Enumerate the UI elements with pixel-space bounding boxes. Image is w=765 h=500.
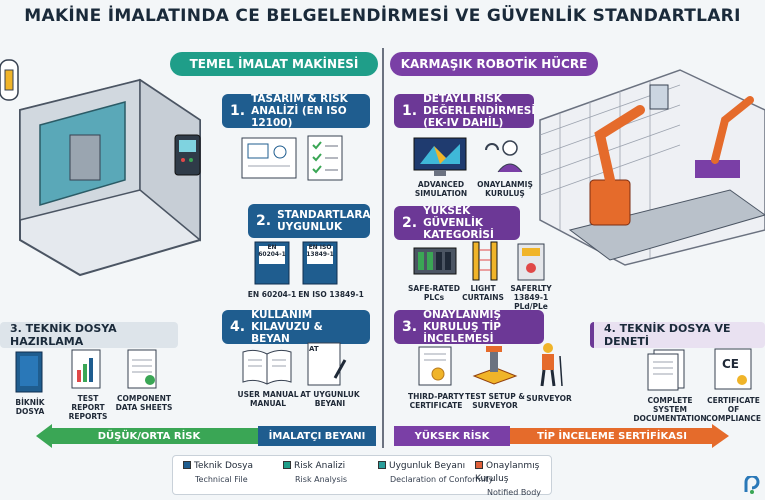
exam-label-2: TEST SETUP & SURVEYOR bbox=[465, 392, 525, 410]
legend: Teknik Dosya Technical File Risk Analizi… bbox=[172, 455, 552, 497]
left-side-item-3: COMPONENT DATA SHEETS bbox=[115, 394, 173, 412]
step-label: YÜKSEK GÜVENLİK KATEGORİSİ bbox=[423, 205, 494, 241]
left-step-1: 1. TASARIM & RİSK ANALİZİ (EN ISO 12100) bbox=[222, 93, 370, 129]
step-number: 1. bbox=[402, 103, 418, 119]
manual-label-1: USER MANUAL MANUAL bbox=[237, 390, 299, 408]
left-column-header: TEMEL İMALAT MAKİNESİ bbox=[170, 52, 378, 76]
legend-sub: Technical File bbox=[195, 475, 248, 484]
right-risk-arrow bbox=[394, 424, 729, 448]
legend-sub: Declaration of Conformity bbox=[390, 475, 494, 484]
safety-plc-icon bbox=[413, 247, 457, 275]
standard-book-icon bbox=[302, 241, 338, 285]
step-label: STANDARTLARA UYGUNLUK bbox=[277, 209, 371, 233]
light-curtain-icon bbox=[472, 241, 498, 281]
book-text-1: EN 60204-1 bbox=[258, 244, 286, 258]
test-report-icon bbox=[71, 349, 101, 389]
legend-swatch bbox=[283, 461, 291, 469]
manual-label-2: AT UYGUNLUK BEYANI bbox=[300, 390, 360, 408]
legend-label: Uygunluk Beyanı bbox=[389, 461, 466, 471]
book-text-2: EN ISO 13849-1 bbox=[306, 244, 334, 258]
legend-label: Risk Analizi bbox=[294, 461, 346, 471]
robotic-cell-illustration bbox=[539, 69, 765, 266]
left-side-title: 3. TEKNİK DOSYA HAZIRLAMA bbox=[0, 322, 178, 348]
notified-body-person-icon bbox=[485, 140, 523, 173]
legend-item-declaration: Uygunluk Beyanı Declaration of Conformit… bbox=[378, 460, 493, 486]
page-title: MAKİNE İMALATINDA CE BELGELENDİRMESİ VE … bbox=[24, 6, 741, 26]
right-side-item-1: COMPLETE SYSTEM DOCUMENTATION bbox=[633, 396, 707, 423]
blueprint-document-icon bbox=[241, 137, 297, 179]
sim-label-2: ONAYLANMIŞ KURULUŞ bbox=[477, 180, 533, 198]
right-risk-label: YÜKSEK RİSK bbox=[414, 430, 490, 442]
right-step-2: 2. YÜKSEK GÜVENLİK KATEGORİSİ bbox=[394, 205, 520, 241]
corner-logo-icon bbox=[744, 476, 760, 494]
standard-label-1: EN 60204-1 bbox=[247, 290, 297, 299]
legend-swatch bbox=[378, 461, 386, 469]
legend-label: Teknik Dosya bbox=[194, 461, 253, 471]
exam-label-3: SURVEYOR bbox=[526, 394, 572, 403]
legend-swatch bbox=[183, 461, 191, 469]
third-party-certificate-icon bbox=[418, 346, 452, 386]
step-label: DETAYLI RİSK DEĞERLENDİRMESİ (EK-IV DAHİ… bbox=[423, 93, 536, 129]
sim-label-1: ADVANCED SIMULATION bbox=[414, 180, 468, 198]
checklist-icon bbox=[307, 135, 343, 181]
left-risk-label: DÜŞÜK/ORTA RİSK bbox=[97, 430, 201, 442]
legend-item-risk-analysis: Risk Analizi Risk Analysis bbox=[283, 460, 347, 486]
step-number: 2. bbox=[256, 213, 272, 229]
legend-item-technical-file: Teknik Dosya Technical File bbox=[183, 460, 253, 486]
legend-sub: Risk Analysis bbox=[295, 475, 348, 484]
step-number: 2. bbox=[402, 215, 418, 231]
cnc-machine-illustration bbox=[0, 59, 201, 277]
safety-relay-icon bbox=[517, 243, 545, 281]
step-number: 4. bbox=[230, 319, 246, 335]
simulation-monitor-icon bbox=[413, 137, 467, 176]
safety-label-3: SAFERLTY 13849-1 PLd/PLe bbox=[510, 284, 552, 311]
standard-book-icon bbox=[254, 241, 290, 285]
left-step-2: 2. STANDARTLARA UYGUNLUK bbox=[248, 204, 371, 238]
legend-item-notified-body: Onaylanmış Kuruluş Notified Body bbox=[475, 460, 551, 499]
right-column-header: KARMAŞIK ROBOTİK HÜCRE bbox=[390, 52, 598, 76]
step-number: 3. bbox=[402, 319, 418, 335]
legend-swatch bbox=[475, 461, 483, 469]
left-side-item-2: TEST REPORT REPORTS bbox=[68, 394, 108, 421]
right-step-3: 3. ONAYLANMIŞ KURULUŞ TİP İNCELEMESİ bbox=[394, 309, 544, 345]
center-divider bbox=[382, 48, 384, 448]
doc-badge: AT bbox=[309, 345, 319, 353]
legend-label: Onaylanmış Kuruluş bbox=[475, 461, 540, 484]
left-side-item-1: BİKNİK DOSYA bbox=[15, 398, 45, 416]
open-manual-icon bbox=[242, 349, 292, 385]
right-end-label: TİP İNCELEME SERTİFİKASI bbox=[537, 430, 687, 442]
left-risk-arrow bbox=[36, 424, 376, 448]
safety-label-2: LIGHT CURTAINS bbox=[462, 284, 504, 302]
system-docs-icon bbox=[647, 349, 685, 391]
legend-sub: Notified Body bbox=[487, 488, 542, 497]
right-step-1: 1. DETAYLI RİSK DEĞERLENDİRMESİ (EK-IV D… bbox=[394, 93, 536, 129]
step-label: TASARIM & RİSK ANALİZİ (EN ISO 12100) bbox=[251, 93, 348, 129]
declaration-document-icon bbox=[307, 342, 347, 386]
test-setup-icon bbox=[472, 346, 518, 385]
binder-icon bbox=[15, 351, 43, 393]
surveyor-worker-icon bbox=[540, 343, 563, 387]
right-side-item-2: CERTIFICATE OF COMPLIANCE bbox=[705, 396, 762, 423]
standard-label-2: EN ISO 13849-1 bbox=[298, 290, 364, 299]
svg-text:CE: CE bbox=[722, 357, 739, 371]
step-number: 1. bbox=[230, 103, 246, 119]
data-sheet-icon bbox=[127, 349, 157, 389]
exam-label-1: THIRD-PARTY CERTIFICATE bbox=[407, 392, 465, 410]
step-label: KULLANIM KILAVUZU & BEYAN bbox=[251, 309, 323, 345]
left-step-4: 4. KULLANIM KILAVUZU & BEYAN bbox=[222, 309, 370, 345]
left-end-label: İMALATÇI BEYANI bbox=[268, 430, 366, 442]
safety-label-1: SAFE-RATED PLCs bbox=[407, 284, 461, 302]
right-side-title: 4. TEKNİK DOSYA VE DENETİ bbox=[590, 322, 765, 348]
ce-certificate-icon: CE bbox=[714, 348, 752, 390]
step-label: ONAYLANMIŞ KURULUŞ TİP İNCELEMESİ bbox=[423, 309, 502, 345]
